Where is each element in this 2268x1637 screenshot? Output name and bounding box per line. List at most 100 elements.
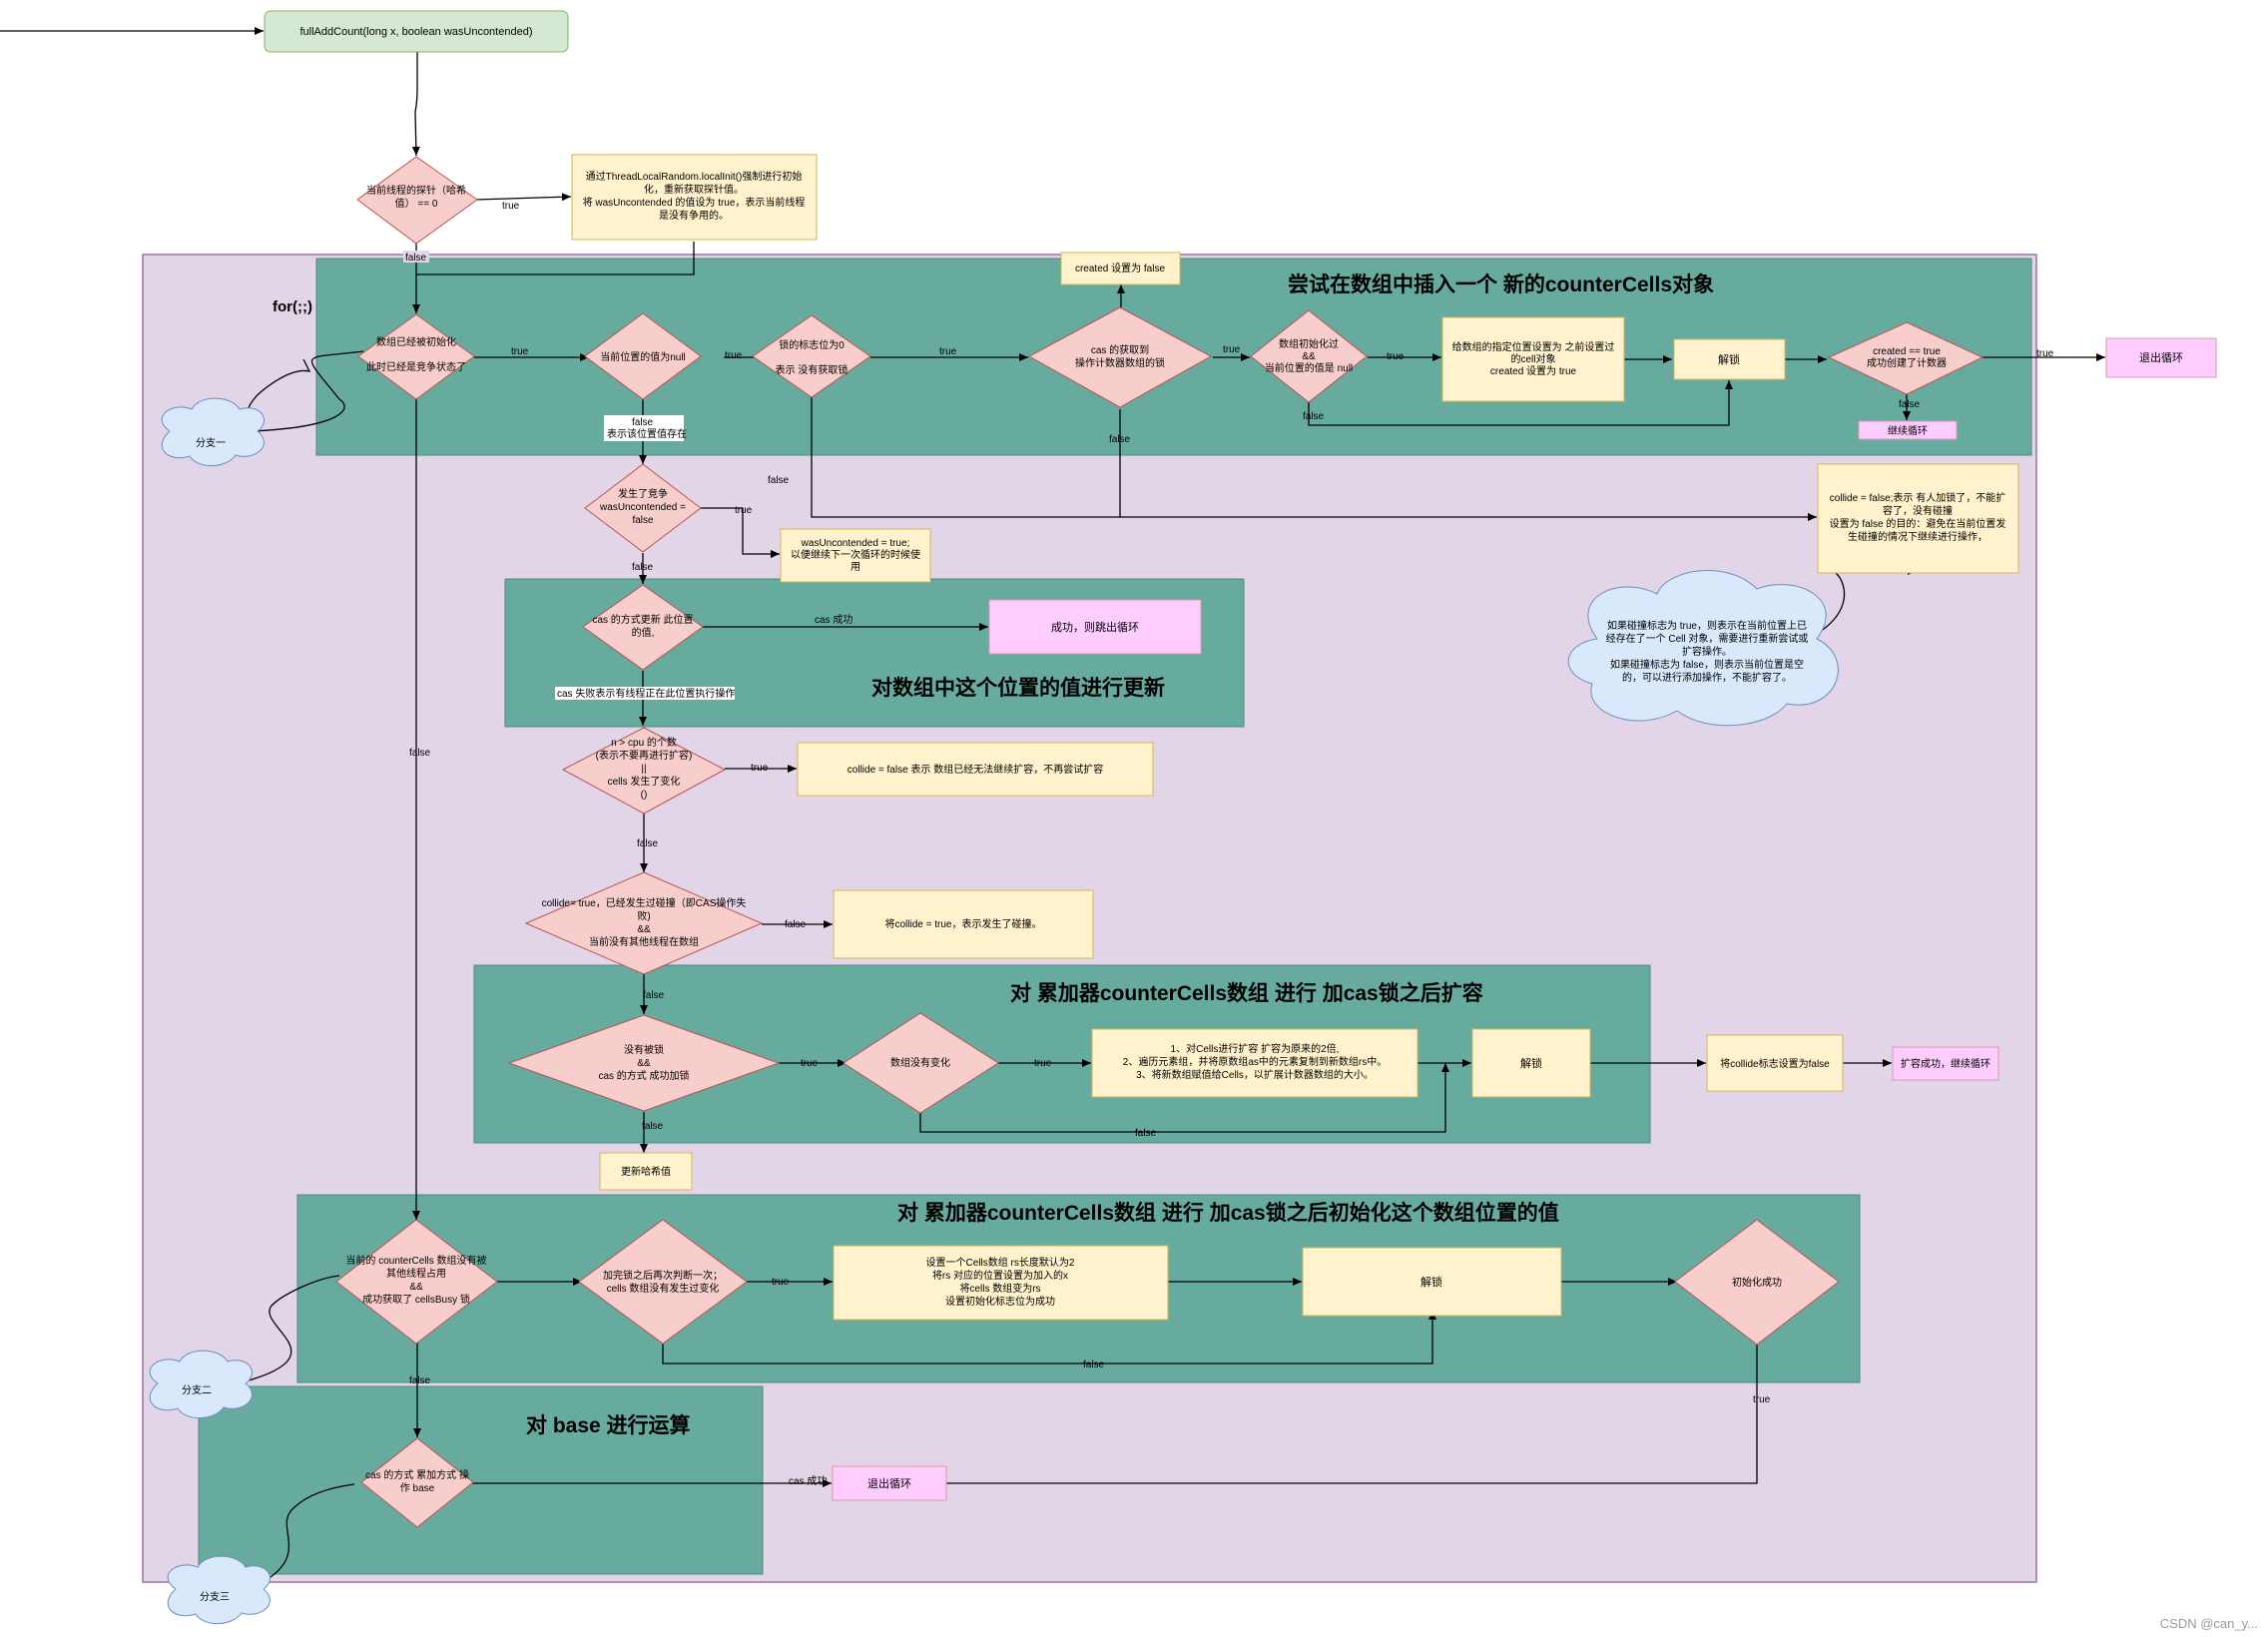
svg-text:分支三: 分支三 [200, 1591, 230, 1603]
svg-text:设置为 false 的目的：避免在当前位置发: 设置为 false 的目的：避免在当前位置发 [1830, 517, 2006, 530]
svg-text:fullAddCount(long x, boolean w: fullAddCount(long x, boolean wasUnconten… [300, 26, 533, 38]
svg-text:当前位置的值为null: 当前位置的值为null [600, 350, 686, 363]
start-node: fullAddCount(long x, boolean wasUnconten… [264, 10, 569, 53]
svg-text:容了，没有碰撞: 容了，没有碰撞 [1883, 504, 1953, 517]
note-set-collide-true: 将collide = true，表示发生了碰撞。 [833, 889, 1094, 959]
process-unlock-3: 解锁 [1302, 1247, 1562, 1317]
edge-label-cas-success: cas 成功 [815, 614, 852, 626]
svg-text:扩容操作。: 扩容操作。 [1682, 645, 1732, 658]
svg-text:是没有争用的。: 是没有争用的。 [659, 209, 729, 222]
cloud-branch-one: 分支一 [161, 397, 265, 467]
decision-collide-true: collide= true，已经发生过碰撞（即CAS操作失 败) && 当前没有… [524, 871, 764, 975]
loop-label: for(;;) [273, 298, 312, 315]
svg-text:(表示不要再进行扩容): (表示不要再进行扩容) [596, 749, 693, 762]
section-title-init: 对 累加器counterCells数组 进行 加cas锁之后初始化这个数组位置的… [897, 1201, 1559, 1225]
svg-text:如果碰撞标志为 false，则表示当前位置是空: 如果碰撞标志为 false，则表示当前位置是空 [1610, 658, 1804, 671]
note-set-collide-false: 将collide标志设置为false [1706, 1034, 1844, 1092]
svg-text:当前没有其他线程在数组: 当前没有其他线程在数组 [589, 935, 699, 948]
svg-text:当前位置的值是 null: 当前位置的值是 null [1265, 361, 1353, 374]
svg-text:||: || [641, 764, 646, 775]
decision-cas-lock: cas 的获取到 操作计数器数组的锁 [1027, 306, 1213, 408]
svg-text:数组已经被初始化: 数组已经被初始化 [376, 335, 456, 348]
svg-text:发生了竞争: 发生了竞争 [618, 487, 668, 500]
edge-label-initok-true: true [1753, 1394, 1771, 1405]
svg-text:false: false [632, 515, 654, 526]
section-title-base: 对 base 进行运算 [526, 1413, 691, 1437]
svg-text:created 设置为 false: created 设置为 false [1075, 263, 1165, 274]
edge-label-collide-down-false: false [643, 990, 665, 1001]
edge-label-nochange-false: false [1135, 1128, 1157, 1139]
svg-text:collide = false;表示 有人加锁了，不能扩: collide = false;表示 有人加锁了，不能扩 [1830, 491, 2005, 504]
process-rehash: 更新哈希值 [599, 1152, 693, 1191]
terminal-exit-loop-1: 退出循环 [2105, 337, 2217, 378]
svg-text:扩容成功，继续循环: 扩容成功，继续循环 [1901, 1057, 1990, 1070]
svg-text:更新哈希值: 更新哈希值 [621, 1165, 671, 1178]
edge-label-lock-true: true [939, 346, 957, 357]
svg-text:没有被锁: 没有被锁 [624, 1043, 664, 1056]
decision-cas-base: cas 的方式 累加方式 操 作 base [360, 1437, 474, 1528]
svg-text:此时已经是竞争状态了: 此时已经是竞争状态了 [366, 360, 466, 373]
svg-text:数组初始化过: 数组初始化过 [1279, 337, 1339, 350]
decision-cas-update: cas 的方式更新 此位置 的值, [582, 584, 704, 671]
svg-text:cells 数组没有发生过变化: cells 数组没有发生过变化 [607, 1282, 720, 1295]
note-was-uncontended: wasUncontended = true; 以便继续下一次循环的时候使 用 [780, 528, 931, 583]
svg-text:将collide标志设置为false: 将collide标志设置为false [1720, 1057, 1830, 1070]
svg-text:数组没有变化: 数组没有变化 [890, 1056, 950, 1069]
decision-n-cpu: n > cpu 的个数 (表示不要再进行扩容) || cells 发生了变化 (… [561, 727, 727, 815]
svg-text:(): () [641, 790, 648, 801]
edge-label-probe-true: true [502, 201, 520, 212]
svg-text:解锁: 解锁 [1520, 1056, 1542, 1070]
svg-text:表示 没有获取锁: 表示 没有获取锁 [776, 363, 849, 376]
edge-label-nolock-true: true [801, 1058, 819, 1069]
edge-label-created-false: false [1899, 399, 1921, 410]
edge-label-arrnull-false: false [1303, 411, 1325, 422]
edge-label-ncpu-false: false [637, 838, 659, 849]
svg-text:cells 发生了变化: cells 发生了变化 [608, 775, 681, 788]
svg-text:created == true: created == true [1873, 346, 1941, 357]
note-probe: 通过ThreadLocalRandom.localInit()强制进行初始 化，… [571, 154, 818, 241]
decision-array-unchanged: 数组没有变化 [843, 1012, 999, 1114]
svg-text:的，可以进行添加操作，不能扩容了。: 的，可以进行添加操作，不能扩容了。 [1622, 671, 1792, 684]
svg-text:的值,: 的值, [632, 626, 655, 639]
svg-text:以便继续下一次循环的时候使: 以便继续下一次循环的时候使 [791, 548, 920, 561]
edge-label-arrnull-true: true [1387, 351, 1405, 362]
svg-text:cas 的方式更新 此位置: cas 的方式更新 此位置 [592, 613, 693, 626]
edge-label-created-true: true [2036, 348, 2054, 359]
edge-label-posnull-false: false [632, 417, 654, 428]
decision-array-initialized: 数组已经被初始化 此时已经是竞争状态了 [357, 313, 475, 400]
section-title-insert: 尝试在数组中插入一个 新的counterCells对象 [1288, 273, 1714, 296]
terminal-success-exit: 成功，则跳出循环 [988, 599, 1202, 655]
svg-text:作 base: 作 base [400, 1482, 435, 1494]
decision-cells-not-taken: 当前的 counterCells 数组没有被 其他线程占用 && 成功获取了 c… [335, 1219, 498, 1345]
svg-text:cas 的方式 累加方式 操: cas 的方式 累加方式 操 [365, 1468, 469, 1481]
edge-label-probe-false: false [405, 253, 427, 264]
process-unlock-1: 解锁 [1673, 338, 1786, 380]
note-collide-false-expand: collide = false 表示 数组已经无法继续扩容，不再尝试扩容 [797, 742, 1154, 797]
decision-position-null: 当前位置的值为null [584, 312, 702, 400]
edges [0, 27, 2105, 1590]
decision-init-success: 初始化成功 [1674, 1219, 1840, 1346]
decision-contention: 发生了竞争 wasUncontended = false [584, 463, 702, 553]
svg-text:其他线程占用: 其他线程占用 [386, 1267, 446, 1280]
note-expand-steps: 1、对Cells进行扩容 扩容为原来的2倍, 2、遍历元素组，并将原数组as中的… [1091, 1028, 1418, 1098]
decision-created-check: created == true 成功创建了计数器 [1827, 321, 1984, 395]
decision-no-lock: 没有被锁 && cas 的方式 成功加锁 [507, 1014, 781, 1112]
svg-text:&&: && [1302, 351, 1316, 362]
svg-text:分支二: 分支二 [182, 1384, 212, 1396]
svg-text:将collide = true，表示发生了碰撞。: 将collide = true，表示发生了碰撞。 [885, 917, 1042, 930]
terminal-expand-success: 扩容成功，继续循环 [1892, 1046, 1999, 1081]
edge-label-posnull-true: true [725, 350, 743, 361]
svg-text:解锁: 解锁 [1420, 1275, 1442, 1289]
edge-label-contention-true: true [735, 505, 753, 516]
edge-labels: true false true true true true true fals… [403, 201, 2054, 1487]
edge-label-array-false: false [409, 748, 431, 759]
edge-label-cas-fail: cas 失败表示有线程正在此位置执行操作 [557, 687, 735, 700]
section-base [198, 1385, 764, 1575]
svg-text:3、将新数组赋值给Cells，以扩展计数器数组的大小。: 3、将新数组赋值给Cells，以扩展计数器数组的大小。 [1136, 1068, 1374, 1081]
svg-text:&&: && [409, 1282, 423, 1293]
cloud-branch-two: 分支二 [149, 1350, 253, 1419]
svg-text:当前线程的探针（哈希: 当前线程的探针（哈希 [366, 184, 466, 197]
section-title-update: 对数组中这个位置的值进行更新 [871, 676, 1165, 700]
svg-text:通过ThreadLocalRandom.localInit(: 通过ThreadLocalRandom.localInit()强制进行初始 [586, 170, 803, 183]
svg-text:将rs 对应的位置设置为加入的x: 将rs 对应的位置设置为加入的x [932, 1269, 1068, 1282]
